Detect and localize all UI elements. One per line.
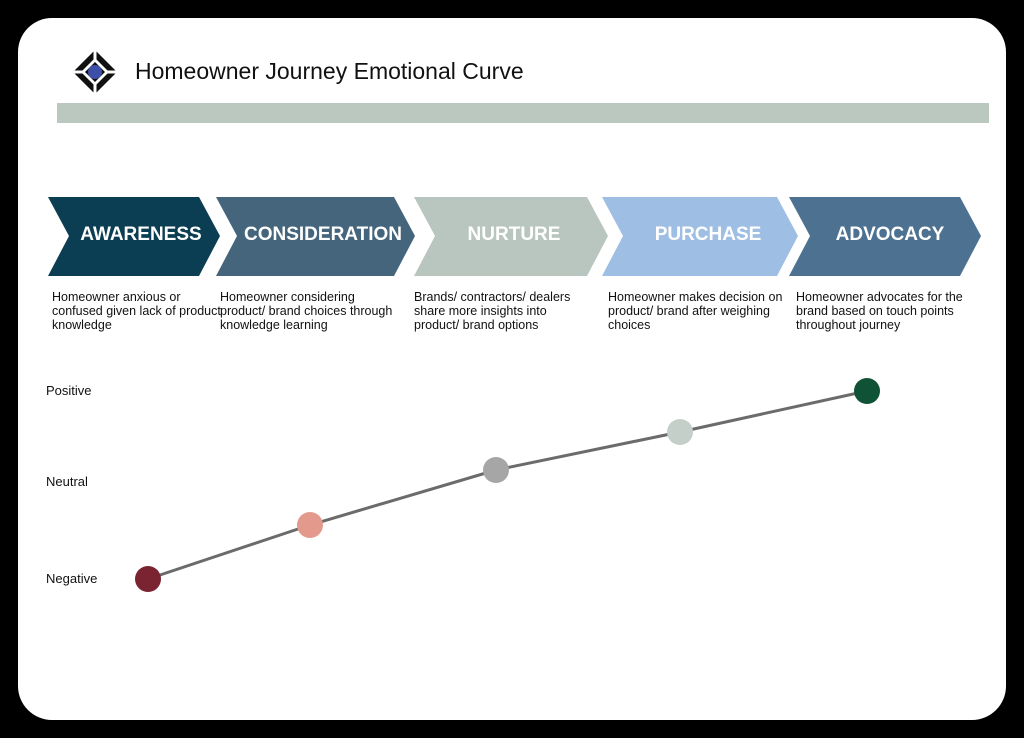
diagram-card: Homeowner Journey Emotional Curve AWAREN…: [18, 18, 1006, 720]
page-title: Homeowner Journey Emotional Curve: [135, 58, 524, 84]
stage-chevron-awareness: [48, 197, 220, 276]
stage-description-nurture: Brands/ contractors/ dealers share more …: [414, 290, 571, 332]
emotion-point-purchase: [667, 419, 693, 445]
emotion-point-awareness: [135, 566, 161, 592]
diamond-logo-icon: [73, 50, 117, 94]
emotion-point-nurture: [483, 457, 509, 483]
title-divider-bar: [57, 103, 989, 123]
stage-label-advocacy: ADVOCACY: [835, 224, 945, 245]
stage-chevron-purchase: [602, 197, 798, 276]
emotion-level-neutral: Neutral: [46, 474, 88, 489]
stage-description-awareness: Homeowner anxious or confused given lack…: [52, 290, 221, 332]
emotional-curve-line: [147, 389, 868, 581]
stage-chevron-advocacy: [789, 197, 981, 276]
stage-description-purchase: Homeowner makes decision on product/ bra…: [608, 290, 783, 332]
emotion-level-positive: Positive: [46, 383, 92, 398]
stage-description-consideration: Homeowner considering product/ brand cho…: [220, 290, 393, 332]
emotion-point-advocacy: [854, 378, 880, 404]
emotion-point-consideration: [297, 512, 323, 538]
stage-chevron-consideration: [216, 197, 415, 276]
stage-chevron-nurture: [414, 197, 608, 276]
stage-label-nurture: NURTURE: [467, 224, 561, 245]
stage-label-awareness: AWARENESS: [80, 224, 202, 245]
stage-label-consideration: CONSIDERATION: [244, 224, 402, 245]
stage-description-advocacy: Homeowner advocates for the brand based …: [796, 290, 963, 332]
stage-label-purchase: PURCHASE: [654, 224, 762, 245]
stage-chevrons: [48, 197, 981, 276]
emotional-curve: [135, 378, 880, 592]
emotion-level-negative: Negative: [46, 571, 98, 586]
